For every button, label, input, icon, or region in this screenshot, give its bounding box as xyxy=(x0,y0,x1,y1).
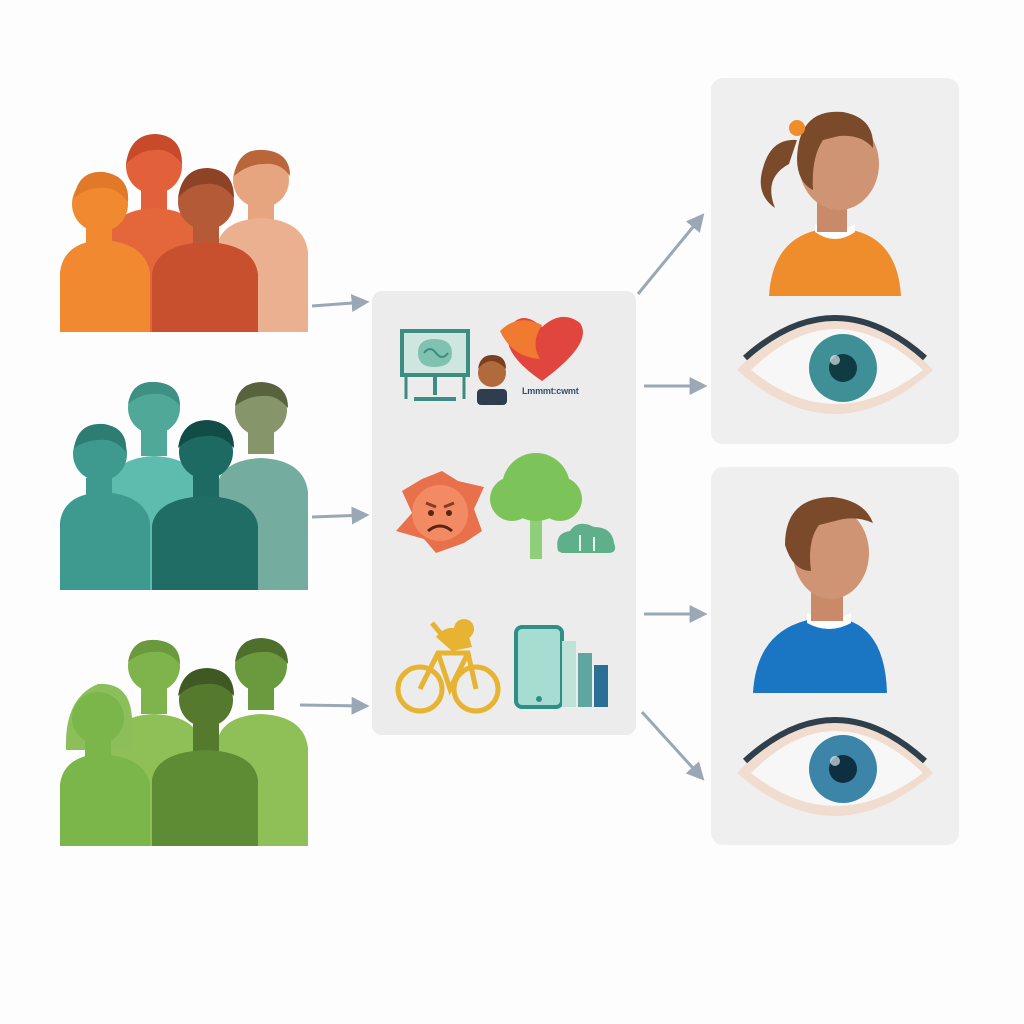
person-icon xyxy=(60,171,150,332)
female-profile-icon xyxy=(760,111,901,296)
factors-panel xyxy=(372,291,636,735)
person-icon xyxy=(152,668,258,846)
brain-monitor-icon xyxy=(400,329,470,401)
teal-group-figures xyxy=(60,382,308,590)
arrow-green-to-panel xyxy=(299,696,370,715)
green-group-figures xyxy=(60,638,308,846)
person-icon xyxy=(60,683,150,846)
person-icon xyxy=(152,420,258,590)
male-outcome-figures xyxy=(737,497,933,816)
bar-chart-icon xyxy=(562,641,608,707)
orange-group xyxy=(58,132,308,332)
orange-group-figures xyxy=(60,134,308,332)
person-icon xyxy=(477,355,507,405)
eye-icon xyxy=(737,717,933,816)
eye-icon xyxy=(737,315,933,414)
factors-caption: Lmmmt:cwmt xyxy=(522,386,579,396)
tree-icon xyxy=(490,453,582,559)
female-outcome-card xyxy=(711,78,959,444)
bicycle-icon xyxy=(395,619,501,714)
factors-icons xyxy=(395,316,616,714)
small-tree-icon xyxy=(557,523,616,553)
green-group xyxy=(58,638,308,846)
heart-icon xyxy=(500,316,583,381)
arrow-teal-to-panel xyxy=(311,506,370,525)
teal-group xyxy=(58,382,308,590)
arrow-panel-to-male-eye xyxy=(640,710,705,781)
phone-icon xyxy=(514,625,564,709)
angry-face-icon xyxy=(396,471,484,553)
person-icon xyxy=(152,168,258,332)
arrow-orange-to-panel xyxy=(311,294,370,313)
person-icon xyxy=(60,423,150,590)
arrow-panel-to-female xyxy=(636,213,705,295)
female-outcome-figures xyxy=(737,111,933,414)
male-outcome-card xyxy=(711,467,959,845)
male-profile-icon xyxy=(753,497,887,693)
